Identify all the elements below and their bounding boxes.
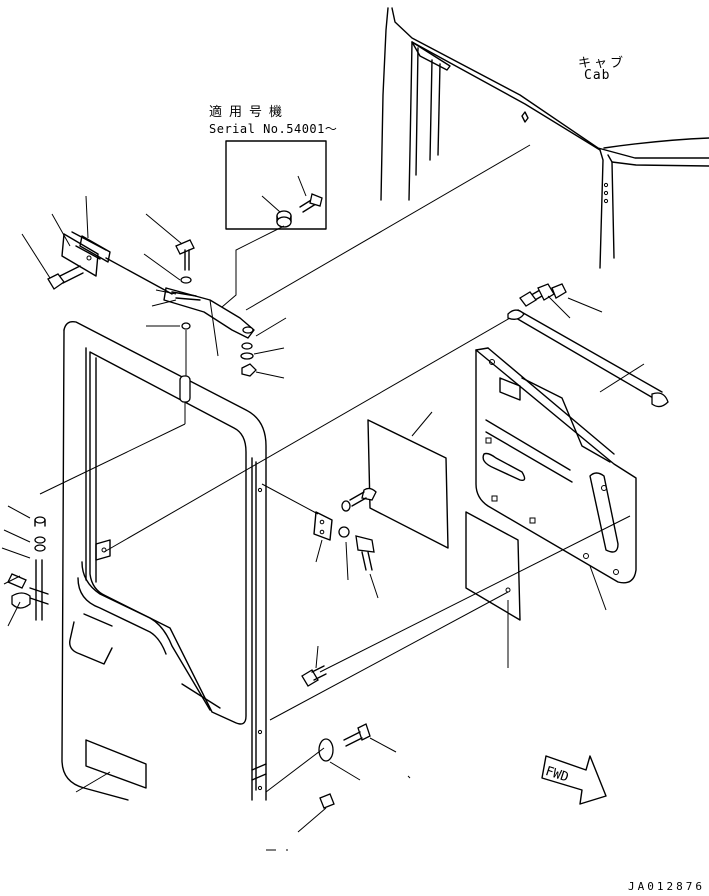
trim-panel [475, 347, 637, 611]
cab-label-en: Cab [584, 68, 611, 83]
seal-sheets [269, 411, 631, 721]
fwd-arrow-icon [541, 755, 607, 805]
serial-inset-box [225, 140, 327, 230]
hinge-bracket [261, 483, 379, 687]
cab-outline [380, 7, 709, 269]
cab-label-jp: キャブ [578, 56, 627, 71]
lower-parts [75, 723, 411, 851]
door-outline [39, 320, 267, 801]
drawing-code: JA012876 [628, 880, 705, 893]
serial-label-jp: 適用号機 [209, 105, 290, 120]
stay-assembly [21, 195, 287, 379]
top-right-bolt [519, 283, 603, 319]
left-latch-parts [1, 505, 49, 627]
gas-spring [507, 309, 669, 408]
serial-label-en: Serial No.54001～ [209, 122, 338, 136]
